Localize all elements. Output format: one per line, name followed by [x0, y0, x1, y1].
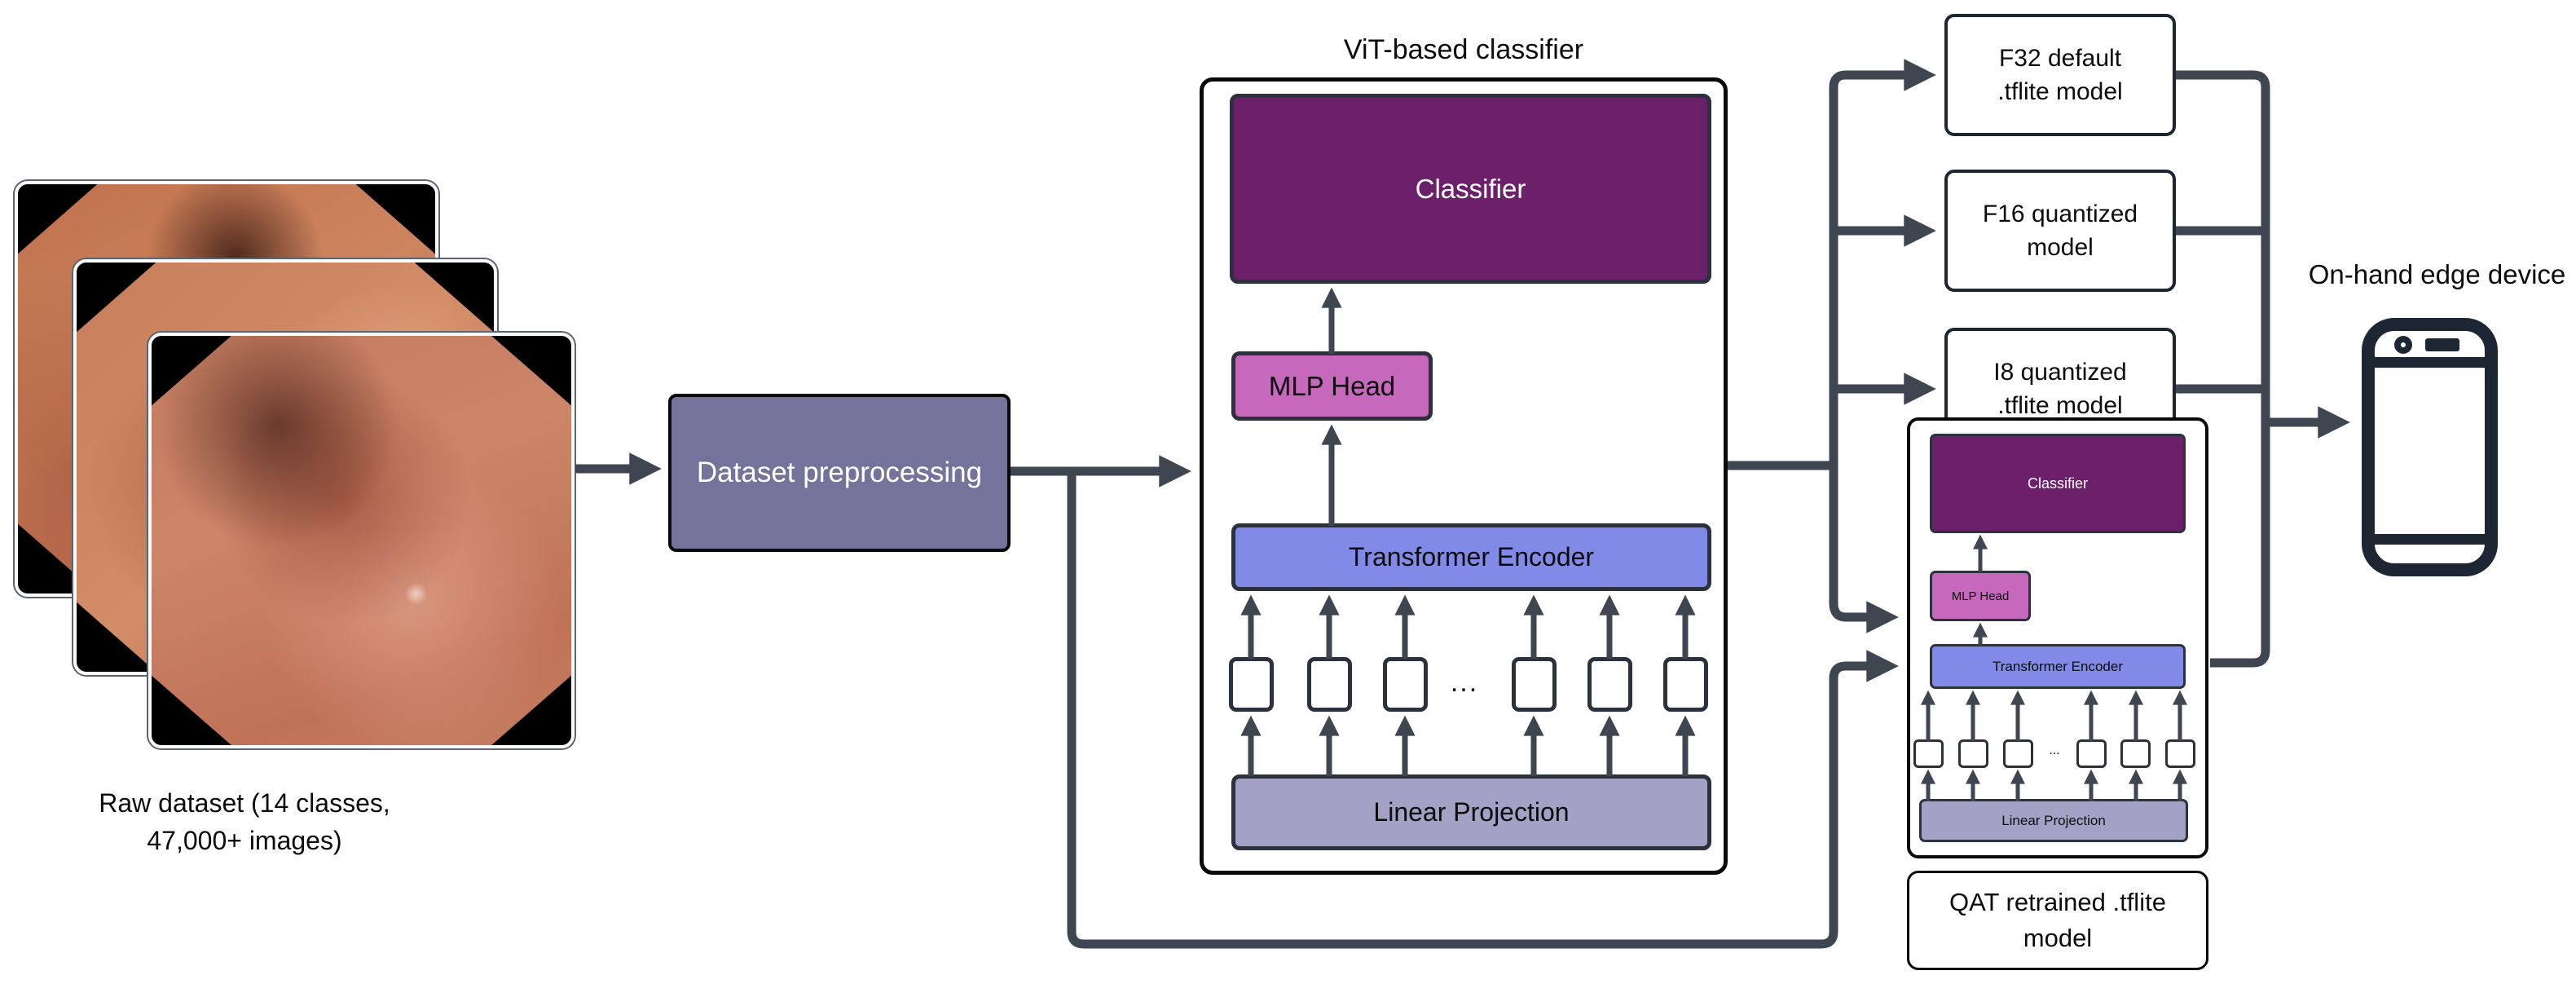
smartphone-icon [2362, 318, 2498, 576]
qat-linear-projection-label: Linear Projection [2001, 812, 2106, 828]
vit-patch-token [1512, 657, 1557, 712]
dataset-preprocessing-box: Dataset preprocessing [668, 394, 1011, 552]
arrow-trunk-to-qat [1829, 601, 1899, 633]
qat-model-label-line1: QAT retrained .tflite [1949, 888, 2166, 916]
raw-dataset-caption-line2: 47,000+ images) [147, 826, 342, 855]
qat-mlp-head-label: MLP Head [1951, 589, 2010, 603]
qat-token-ellipsis: ... [2049, 744, 2060, 757]
i8-model-line1: I8 quantized [1993, 359, 2127, 386]
qat-patch-token [2076, 739, 2107, 768]
qat-patch-token [1958, 739, 1988, 768]
vit-patch-token [1229, 657, 1274, 712]
edge-device-label: On-hand edge device [2308, 259, 2566, 289]
f32-model-box: F32 default .tflite model [1944, 14, 2176, 136]
vit-title: ViT-based classifier [1343, 34, 1584, 65]
phone-top-divider [2375, 357, 2485, 368]
qat-classifier-box: Classifier [1930, 434, 2186, 533]
qat-transformer-encoder-box: Transformer Encoder [1930, 644, 2186, 689]
f16-model-line1: F16 quantized [1982, 201, 2138, 227]
vit-mlp-head-label: MLP Head [1268, 370, 1396, 401]
f32-model-line1: F32 default [1998, 45, 2122, 72]
vit-patch-token [1383, 657, 1428, 712]
endoscopy-image-front [148, 333, 575, 748]
vit-transformer-encoder-box: Transformer Encoder [1231, 523, 1711, 591]
f32-model-line2: .tflite model [1997, 78, 2123, 105]
vit-mlp-head-box: MLP Head [1231, 351, 1433, 421]
vit-token-ellipsis: ... [1450, 667, 1479, 698]
vit-linear-projection-label: Linear Projection [1373, 797, 1570, 827]
raw-dataset-caption-line1: Raw dataset (14 classes, [99, 788, 390, 818]
phone-camera-icon [2394, 336, 2412, 354]
phone-bottom-divider [2375, 534, 2485, 545]
f16-model-line2: model [2027, 234, 2094, 261]
raw-dataset-caption: Raw dataset (14 classes, 47,000+ images) [24, 784, 465, 859]
qat-model-label-line2: model [2023, 924, 2093, 952]
vit-linear-projection-box: Linear Projection [1231, 774, 1711, 850]
vit-transformer-encoder-label: Transformer Encoder [1348, 542, 1595, 571]
vit-patch-token [1307, 657, 1352, 712]
qat-linear-projection-box: Linear Projection [1919, 799, 2188, 842]
qat-mlp-head-box: MLP Head [1930, 571, 2031, 621]
endoscopy-photo [152, 336, 571, 745]
qat-model-label-box: QAT retrained .tflite model [1907, 871, 2208, 970]
phone-speaker-icon [2425, 338, 2459, 351]
dataset-preprocessing-label: Dataset preprocessing [696, 457, 983, 488]
i8-model-line2: .tflite model [1997, 392, 2123, 419]
vit-classifier-box: Classifier [1230, 94, 1711, 284]
vit-patch-token [1587, 657, 1632, 712]
qat-patch-token [1913, 739, 1944, 768]
vit-patch-token [1663, 657, 1708, 712]
qat-patch-token [2120, 739, 2151, 768]
qat-transformer-encoder-label: Transformer Encoder [1993, 658, 2123, 674]
qat-patch-token [2165, 739, 2195, 768]
f16-model-box: F16 quantized model [1944, 170, 2176, 292]
qat-patch-token [2003, 739, 2033, 768]
qat-classifier-label: Classifier [2027, 474, 2088, 492]
vit-classifier-label: Classifier [1415, 173, 1526, 204]
